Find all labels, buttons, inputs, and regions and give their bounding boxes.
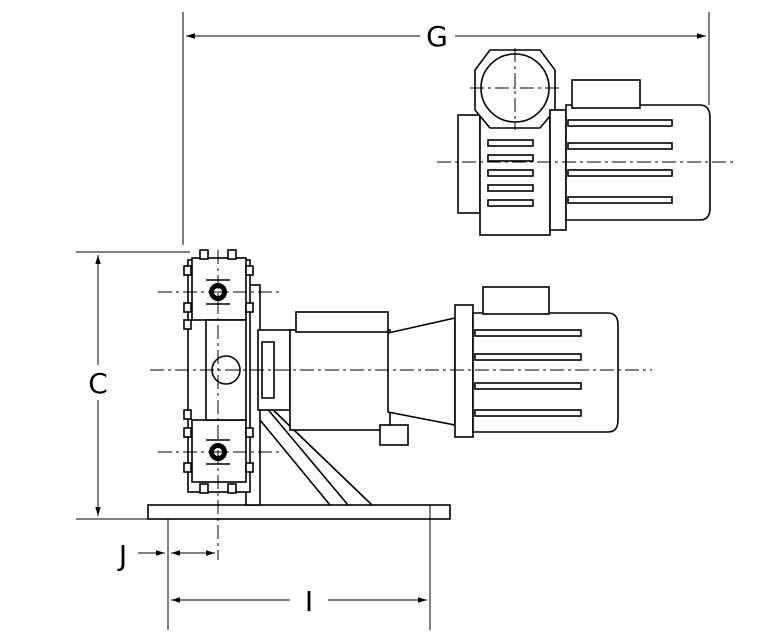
side-view [147, 249, 652, 560]
base-plate [147, 504, 451, 520]
motor-flange [454, 304, 474, 438]
dimension-j: J [117, 519, 215, 630]
dimension-label-c: C [88, 367, 108, 400]
top-terminal-box [571, 79, 641, 109]
dimension-label-g: G [426, 20, 448, 53]
bolts [183, 249, 254, 494]
top-flange [457, 114, 481, 214]
gearbox [289, 329, 391, 431]
top-adapter [549, 109, 567, 231]
top-view [437, 48, 735, 236]
dimension-label-i: I [305, 585, 313, 618]
dimension-label-j: J [117, 539, 127, 572]
support-strut [259, 399, 373, 506]
terminal-box [482, 286, 550, 315]
dimension-i: I [171, 505, 431, 630]
gearbox-foot [379, 424, 409, 446]
dimension-g: G [182, 12, 710, 245]
bell-housing [387, 317, 456, 426]
gearbox-top [295, 311, 389, 333]
dimension-c: C [76, 251, 190, 520]
motor [472, 312, 619, 433]
